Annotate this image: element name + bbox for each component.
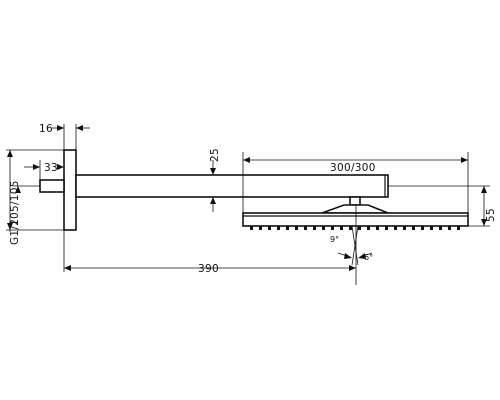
nozzle xyxy=(268,226,271,230)
nozzle xyxy=(349,226,352,230)
nozzle xyxy=(367,226,370,230)
nozzle xyxy=(376,226,379,230)
nozzle xyxy=(322,226,325,230)
dim-head-size: 300/300 xyxy=(242,152,469,213)
nozzle xyxy=(277,226,280,230)
nozzle xyxy=(313,226,316,230)
dim-arm-length-label: 390 xyxy=(198,263,219,275)
dim-flange-thickness-label: 16 xyxy=(39,123,53,135)
wall-flange xyxy=(63,149,77,231)
dim-head-height-label: 55 xyxy=(485,208,497,222)
nozzle xyxy=(439,226,442,230)
nozzle xyxy=(304,226,307,230)
nozzle xyxy=(394,226,397,230)
shower-head-plate xyxy=(242,212,469,227)
head-connector xyxy=(349,196,361,206)
nozzle xyxy=(421,226,424,230)
nozzle xyxy=(457,226,460,230)
nozzle xyxy=(286,226,289,230)
nozzle xyxy=(295,226,298,230)
dim-tilt-left-label: 9° xyxy=(330,235,339,244)
shower-arm xyxy=(75,174,389,198)
nozzle xyxy=(331,226,334,230)
dim-arm-length: 390 xyxy=(63,205,357,285)
dim-tilt-right-label: 6° xyxy=(364,253,373,262)
dim-arm-stub-label: 33 xyxy=(44,162,58,174)
dim-wall-height: 105/105 G1/2 xyxy=(6,149,64,245)
nozzle xyxy=(430,226,433,230)
nozzle xyxy=(385,226,388,230)
dim-arm-height: 25 xyxy=(209,148,221,212)
dim-head-height: 55 xyxy=(388,185,497,227)
nozzle xyxy=(340,226,343,230)
head-nozzles xyxy=(250,226,460,230)
nozzle xyxy=(259,226,262,230)
nozzle xyxy=(250,226,253,230)
nozzle xyxy=(412,226,415,230)
nozzle xyxy=(358,226,361,230)
dim-arm-stub: 33 xyxy=(24,160,64,180)
nozzle xyxy=(448,226,451,230)
dim-thread-label: G1/2 xyxy=(9,219,21,245)
dim-arm-height-label: 25 xyxy=(209,148,221,162)
shower-head-dome xyxy=(321,204,389,214)
dim-tilt-angles: 9° 6° xyxy=(330,225,373,266)
dim-head-size-label: 300/300 xyxy=(330,162,376,174)
nozzle xyxy=(403,226,406,230)
arm-stub xyxy=(39,179,65,193)
dim-flange-thickness: 16 xyxy=(39,123,90,150)
